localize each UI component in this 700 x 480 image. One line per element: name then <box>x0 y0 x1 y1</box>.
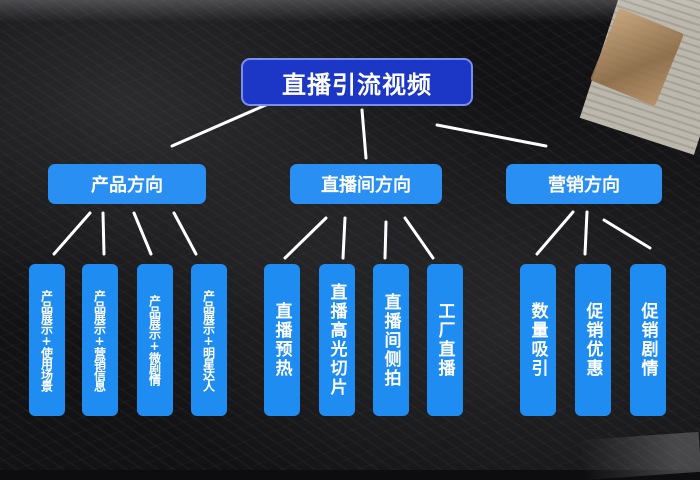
leaf-product-usage-scene: 产品展示+使用场景 <box>29 264 65 416</box>
connector-live-4 <box>403 216 435 260</box>
leaf-factory-live: 工厂直播 <box>427 264 463 416</box>
connector-product-1 <box>52 211 92 256</box>
connector-marketing-3 <box>602 218 652 250</box>
connector-live-3 <box>383 220 388 260</box>
leaf-promotion-drama: 促销剧情 <box>630 264 666 416</box>
leaf-live-preheat: 直播预热 <box>264 264 300 416</box>
paper-edge-top <box>0 0 700 22</box>
leaf-quantity-attraction: 数量吸引 <box>520 264 556 416</box>
leaf-product-celebrity: 产品展示+明星达人 <box>191 264 227 416</box>
connector-marketing-1 <box>535 210 575 256</box>
connector-product-2 <box>101 211 106 256</box>
connector-product-4 <box>172 211 198 256</box>
category-product-direction: 产品方向 <box>48 164 206 204</box>
leaf-product-marketing-info: 产品展示+营销信息 <box>82 264 118 416</box>
connector-live-2 <box>341 216 347 260</box>
category-marketing-direction: 营销方向 <box>506 164 662 204</box>
leaf-live-highlight-clips: 直播高光切片 <box>319 264 355 416</box>
connector-marketing-2 <box>583 210 589 256</box>
connector-root-to-marketing <box>435 123 548 148</box>
category-live-room-direction: 直播间方向 <box>290 164 442 204</box>
connector-root-to-product <box>170 102 270 148</box>
leaf-live-side-shots: 直播间侧拍 <box>373 264 409 416</box>
connector-live-1 <box>283 216 328 260</box>
leaf-product-micro-drama: 产品展示+微剧情 <box>137 264 173 416</box>
connector-lines <box>52 102 652 260</box>
leaf-promotion-discount: 促销优惠 <box>575 264 611 416</box>
root-node: 直播引流视频 <box>241 58 473 106</box>
connector-product-3 <box>132 211 153 256</box>
connector-root-to-live <box>360 108 368 160</box>
